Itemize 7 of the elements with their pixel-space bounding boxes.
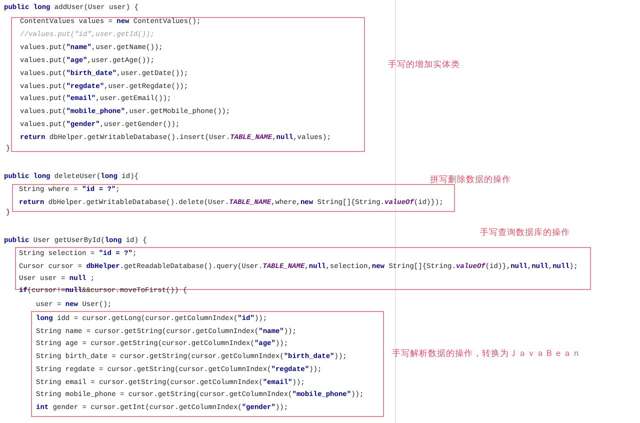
- annotation: 手写的增加实体类: [388, 60, 460, 70]
- annotation: 手写解析数据的操作，转换为ＪａｖａＢｅａｎ: [392, 348, 581, 360]
- code-box: [11, 17, 365, 152]
- annotation: 拼写删除数据的操作: [430, 174, 511, 186]
- code-box: [31, 311, 384, 417]
- code-box: [12, 184, 455, 212]
- annotation: 手写查询数据库的操作: [480, 228, 570, 238]
